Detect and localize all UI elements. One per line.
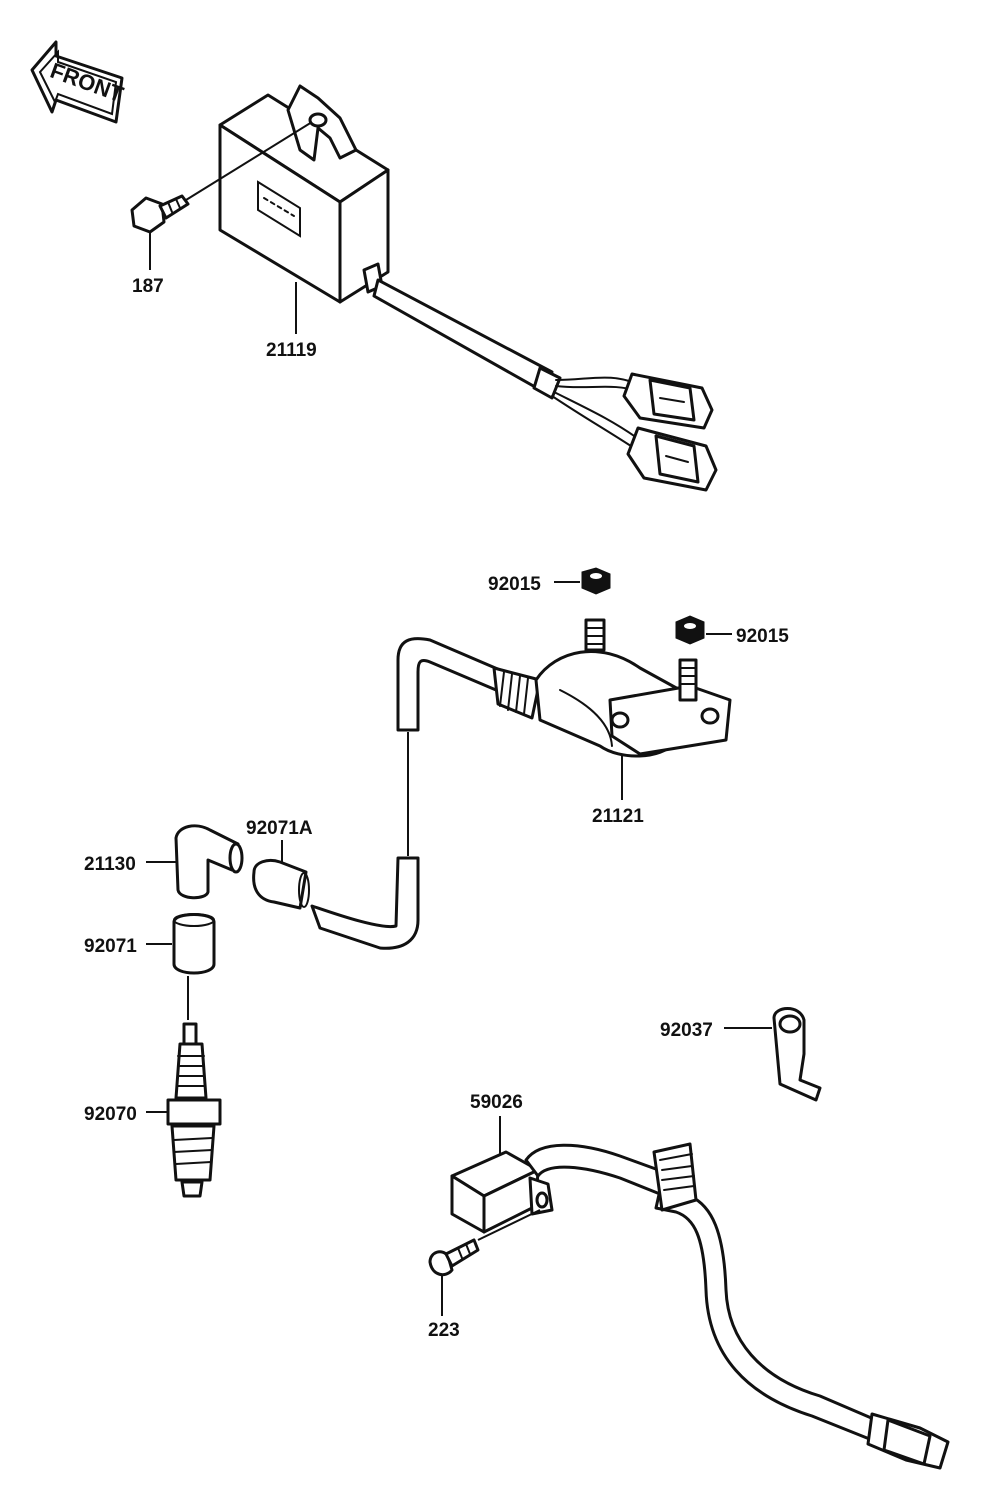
part-number-21119: 21119 [266, 340, 317, 361]
part-number-21121: 21121 [592, 806, 644, 827]
high-tension-lead [310, 732, 420, 950]
part-number-59026: 59026 [470, 1092, 523, 1113]
cap-seal-upper [252, 840, 310, 910]
part-number-92015-left: 92015 [488, 574, 541, 595]
part-number-92037: 92037 [660, 1020, 713, 1041]
cdi-unit [218, 84, 718, 492]
part-number-92070: 92070 [84, 1104, 137, 1125]
coil-nut-left [554, 567, 611, 595]
cdi-mount-bolt [130, 121, 313, 270]
spark-plug [146, 1022, 222, 1198]
part-number-92071: 92071 [84, 936, 137, 957]
coil-nut-right [675, 615, 732, 645]
ignition-coil [396, 618, 732, 800]
part-number-187: 187 [132, 276, 164, 297]
regulator-screw [428, 1209, 541, 1316]
front-arrow-icon: FRONT [30, 40, 127, 124]
regulator [450, 1116, 950, 1470]
part-number-21130: 21130 [84, 854, 136, 875]
part-number-92071A: 92071A [246, 818, 313, 839]
cap-seal-lower [146, 913, 216, 975]
part-number-92015-right: 92015 [736, 626, 789, 647]
spark-plug-cap [146, 824, 244, 900]
wire-clamp [724, 1007, 822, 1102]
part-number-223: 223 [428, 1320, 460, 1341]
